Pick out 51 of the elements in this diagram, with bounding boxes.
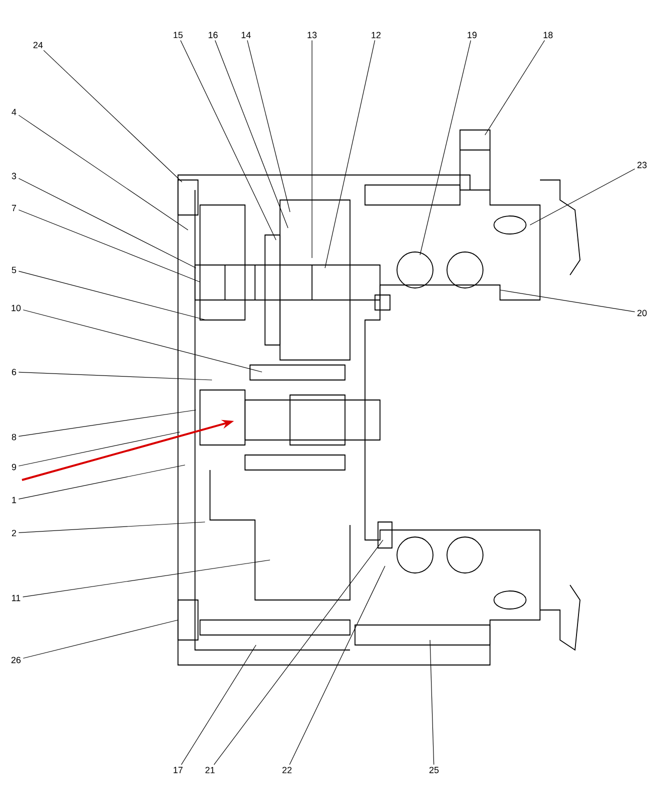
callout-number: 12: [369, 30, 383, 40]
callout-number: 18: [541, 30, 555, 40]
leader-line: [18, 114, 188, 230]
leader-line: [18, 210, 200, 282]
callout-number: 1: [10, 494, 18, 506]
leader-line: [18, 410, 196, 437]
leader-line: [181, 644, 256, 765]
callout-number: 10: [9, 302, 23, 314]
callout-number: 17: [171, 764, 185, 776]
callout-number: 19: [465, 30, 479, 40]
leader-line: [18, 432, 180, 466]
leader-line: [18, 522, 206, 534]
leader-line: [22, 560, 270, 598]
callout-number: 25: [427, 764, 441, 776]
leader-line: [247, 40, 290, 212]
callout-number: 4: [10, 106, 18, 118]
leader-line: [214, 40, 288, 228]
callout-number: 8: [10, 432, 18, 442]
leader-line: [22, 310, 262, 372]
leader-line: [180, 40, 276, 240]
callout-number: 9: [10, 462, 18, 472]
callout-number: 16: [206, 30, 220, 40]
leader-line: [214, 540, 384, 765]
leader-line: [18, 270, 206, 320]
leader-line: [484, 40, 545, 136]
callout-number: 3: [10, 170, 18, 182]
callout-number: 21: [203, 764, 217, 776]
callout-number: 22: [280, 764, 294, 776]
callout-number: 13: [305, 30, 319, 40]
leader-line: [530, 168, 636, 226]
callout-number: 14: [239, 30, 253, 40]
leader-line: [289, 566, 386, 765]
leader-line: [324, 40, 376, 268]
callout-number: 2: [10, 528, 18, 538]
callout-number: 11: [9, 592, 23, 604]
callout-number: 6: [10, 366, 18, 378]
callout-number: 26: [9, 654, 23, 666]
leader-line: [43, 50, 182, 182]
leader-line: [22, 620, 178, 659]
leader-line: [18, 178, 196, 268]
callout-number: 15: [171, 30, 185, 40]
leader-line: [430, 640, 434, 765]
callout-number: 20: [635, 308, 649, 318]
callout-number: 7: [10, 202, 18, 214]
leader-line: [18, 464, 186, 500]
callout-number: 23: [635, 160, 649, 170]
leader-line: [420, 40, 472, 256]
callout-number: 5: [10, 264, 18, 276]
leader-line: [500, 290, 636, 312]
callout-number: 24: [31, 40, 45, 50]
leader-line: [18, 372, 212, 380]
